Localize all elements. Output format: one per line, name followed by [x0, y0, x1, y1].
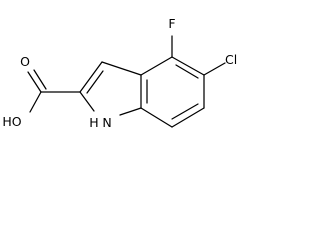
ring-nitrogen-label: N [102, 115, 111, 130]
fluorine-label: F [168, 16, 175, 31]
pyrrole-ring [79, 61, 142, 116]
ring-hydrogen-label: H [89, 115, 98, 130]
chlorine-bond [203, 62, 226, 76]
benzene-ring [140, 56, 205, 128]
hydroxyl-label: HO [2, 114, 21, 129]
chlorine-label: Cl [225, 52, 237, 67]
carboxylic-acid-group [27, 69, 81, 113]
chemical-structure: F Cl O HO N H [2, 16, 237, 130]
carbonyl-oxygen-label: O [20, 54, 30, 69]
